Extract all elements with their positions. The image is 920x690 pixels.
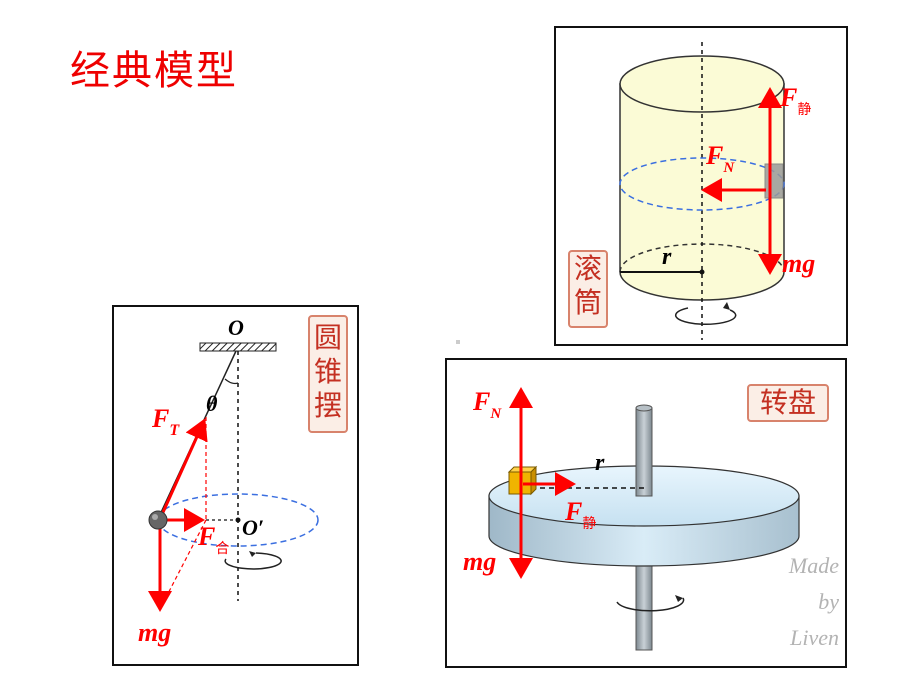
turntable-panel: FN r F静 mg 转盘 Made by Liven: [445, 358, 847, 668]
weight-label: mg: [782, 249, 815, 278]
rotation-arrow: [224, 552, 282, 570]
friction-label: F静: [564, 497, 596, 532]
pendulum-bob: [148, 510, 168, 530]
conical-pendulum-diagram: O θ O′ FT F合 mg: [138, 315, 319, 647]
tension-arrow: [158, 418, 208, 520]
block-on-wall: [764, 163, 784, 199]
weight-label: mg: [463, 547, 496, 576]
normal-force-label: FN: [705, 141, 735, 176]
tension-label: FT: [151, 404, 180, 439]
orbit-circle: [619, 157, 785, 211]
center-label: O′: [242, 515, 264, 540]
friction-label: F静: [779, 83, 811, 118]
turntable-diagram: FN r F静 mg: [463, 387, 800, 651]
radius-label: r: [662, 244, 672, 270]
slide-title: 经典模型: [70, 48, 238, 94]
ceiling-support: [199, 342, 277, 352]
normal-force-label: FN: [472, 387, 502, 422]
rotation-arrow: [616, 597, 685, 612]
watermark: Made by Liven: [788, 553, 839, 650]
drum-diagram: F静 FN r mg: [619, 42, 815, 340]
pivot-label: O: [228, 315, 244, 340]
drum-panel: F静 FN r mg 滚筒: [554, 26, 848, 346]
shaft-upper: [635, 407, 653, 497]
rotation-arrow: [674, 307, 737, 325]
angle-label: θ: [206, 391, 218, 416]
seal-turntable: 转盘: [747, 384, 829, 422]
conical-pendulum-panel: O θ O′ FT F合 mg 圆锥摆: [112, 305, 359, 666]
seal-drum: 滚筒: [568, 250, 608, 328]
angle-arc: [224, 378, 239, 385]
orbit-circle: [157, 493, 319, 547]
weight-label: mg: [138, 618, 171, 647]
net-force-label: F合: [197, 522, 229, 557]
decor-dot: [456, 340, 460, 344]
radius-label: r: [595, 450, 605, 476]
seal-conical-pendulum: 圆锥摆: [308, 315, 348, 433]
